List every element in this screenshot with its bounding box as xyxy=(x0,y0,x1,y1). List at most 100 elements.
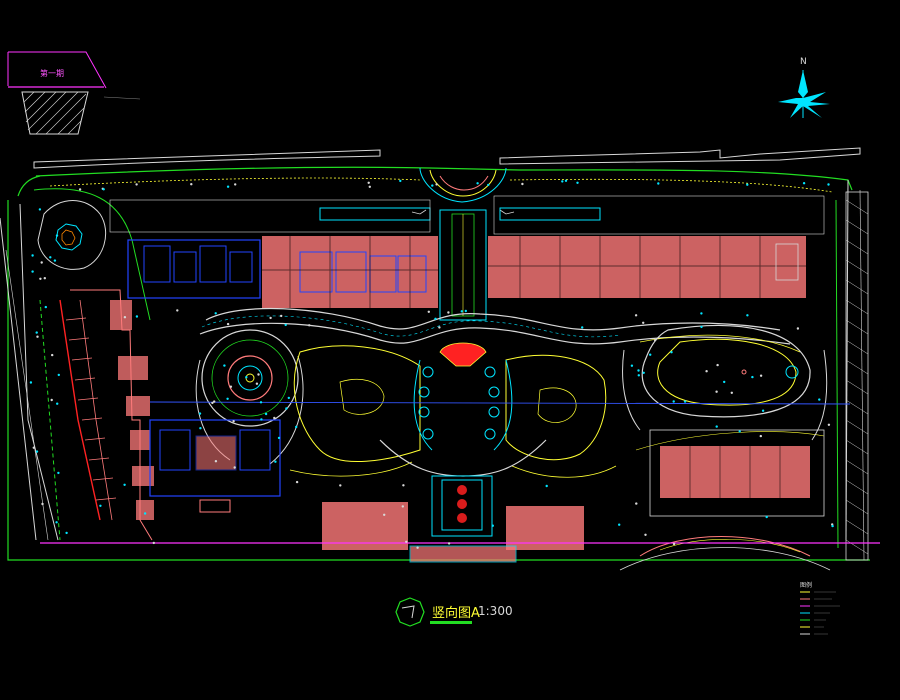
spot-marker xyxy=(226,185,230,188)
spot-marker xyxy=(367,181,370,184)
spot-marker xyxy=(39,277,42,280)
spot-marker xyxy=(746,183,749,186)
spot-marker xyxy=(40,261,43,264)
spot-marker xyxy=(435,183,438,186)
spot-marker xyxy=(285,407,288,410)
corner-label-box xyxy=(7,51,141,135)
spot-marker xyxy=(521,182,524,186)
spot-marker xyxy=(635,502,638,505)
spot-marker xyxy=(672,542,676,546)
spot-marker xyxy=(51,353,54,357)
spot-marker xyxy=(78,188,82,191)
spot-marker xyxy=(31,270,34,273)
spot-marker xyxy=(642,371,645,374)
spot-marker xyxy=(65,531,68,535)
spot-marker xyxy=(143,512,147,515)
east-oval-lawn xyxy=(622,325,828,441)
right-hatch-strip xyxy=(845,191,869,561)
spot-marker xyxy=(761,409,765,412)
spot-marker xyxy=(36,335,39,338)
spot-marker xyxy=(308,324,311,327)
spot-marker xyxy=(280,314,283,318)
spot-marker xyxy=(759,374,763,377)
spot-marker xyxy=(657,182,660,185)
spot-marker xyxy=(368,185,371,188)
spot-marker xyxy=(38,208,42,211)
drawing-scale: 1:300 xyxy=(478,604,513,618)
spot-marker xyxy=(700,312,703,315)
spot-marker xyxy=(642,321,645,324)
spot-marker xyxy=(31,254,34,257)
grid-axis-lines xyxy=(40,401,880,544)
residential-block-east xyxy=(649,429,825,517)
spot-marker xyxy=(284,323,287,327)
spot-marker xyxy=(438,326,441,329)
spot-marker xyxy=(226,397,229,400)
spot-marker xyxy=(135,315,139,318)
spot-marker xyxy=(229,385,233,388)
spot-marker xyxy=(715,390,718,393)
spot-marker xyxy=(487,183,490,187)
spot-marker xyxy=(827,423,831,426)
spot-marker xyxy=(32,446,35,449)
spot-marker xyxy=(152,541,155,545)
octagon-plaza xyxy=(37,200,107,270)
spot-marker xyxy=(399,179,402,183)
spot-marker xyxy=(683,400,687,403)
spot-marker xyxy=(818,398,821,401)
spot-marker xyxy=(255,382,259,385)
spot-marker xyxy=(232,420,235,423)
spot-marker xyxy=(41,502,44,506)
spot-marker xyxy=(50,398,53,402)
spot-marker xyxy=(491,524,494,527)
residential-blocks-north xyxy=(127,236,806,308)
spot-marker xyxy=(29,381,33,384)
spot-marker xyxy=(402,484,405,487)
spot-marker xyxy=(447,542,451,545)
spot-marker xyxy=(564,179,568,182)
spot-marker xyxy=(339,484,342,487)
spot-marker xyxy=(700,325,703,329)
spot-marker xyxy=(705,370,708,373)
spot-marker xyxy=(264,412,268,416)
left-building-strip xyxy=(39,289,154,541)
spot-marker xyxy=(56,402,59,405)
spot-marker xyxy=(35,450,39,453)
spot-marker xyxy=(796,327,800,330)
spot-marker xyxy=(55,234,59,237)
spot-marker xyxy=(581,326,584,329)
central-garden-axis xyxy=(379,342,547,477)
spot-marker xyxy=(176,309,179,312)
spot-marker xyxy=(99,504,102,507)
spot-marker xyxy=(226,322,230,326)
spot-marker xyxy=(716,363,719,367)
spot-marker xyxy=(827,183,830,186)
spot-marker xyxy=(35,331,38,334)
spot-marker xyxy=(649,353,652,356)
title-underline xyxy=(430,621,472,624)
spot-marker xyxy=(269,316,272,320)
spot-marker xyxy=(416,546,419,549)
spot-marker xyxy=(723,380,726,384)
spot-marker xyxy=(405,540,408,543)
spot-marker xyxy=(53,259,57,262)
top-entrance-gate xyxy=(411,167,515,215)
residential-block-southwest xyxy=(149,419,281,513)
spot-marker xyxy=(234,183,237,186)
spot-marker xyxy=(287,396,290,400)
spot-marker xyxy=(223,364,226,367)
spot-marker xyxy=(434,317,437,320)
spot-marker xyxy=(431,184,434,187)
north-arrow-icon xyxy=(778,70,830,118)
spot-marker xyxy=(49,256,52,259)
spot-marker xyxy=(214,460,218,463)
legend-title: 图例 xyxy=(800,582,813,589)
spot-marker xyxy=(759,434,762,438)
spot-marker xyxy=(427,310,430,313)
spot-marker xyxy=(637,374,640,377)
spot-marker xyxy=(715,425,718,428)
drawing-title: 竖向图A xyxy=(432,606,480,621)
spot-marker xyxy=(672,400,675,403)
spot-marker xyxy=(274,460,277,463)
